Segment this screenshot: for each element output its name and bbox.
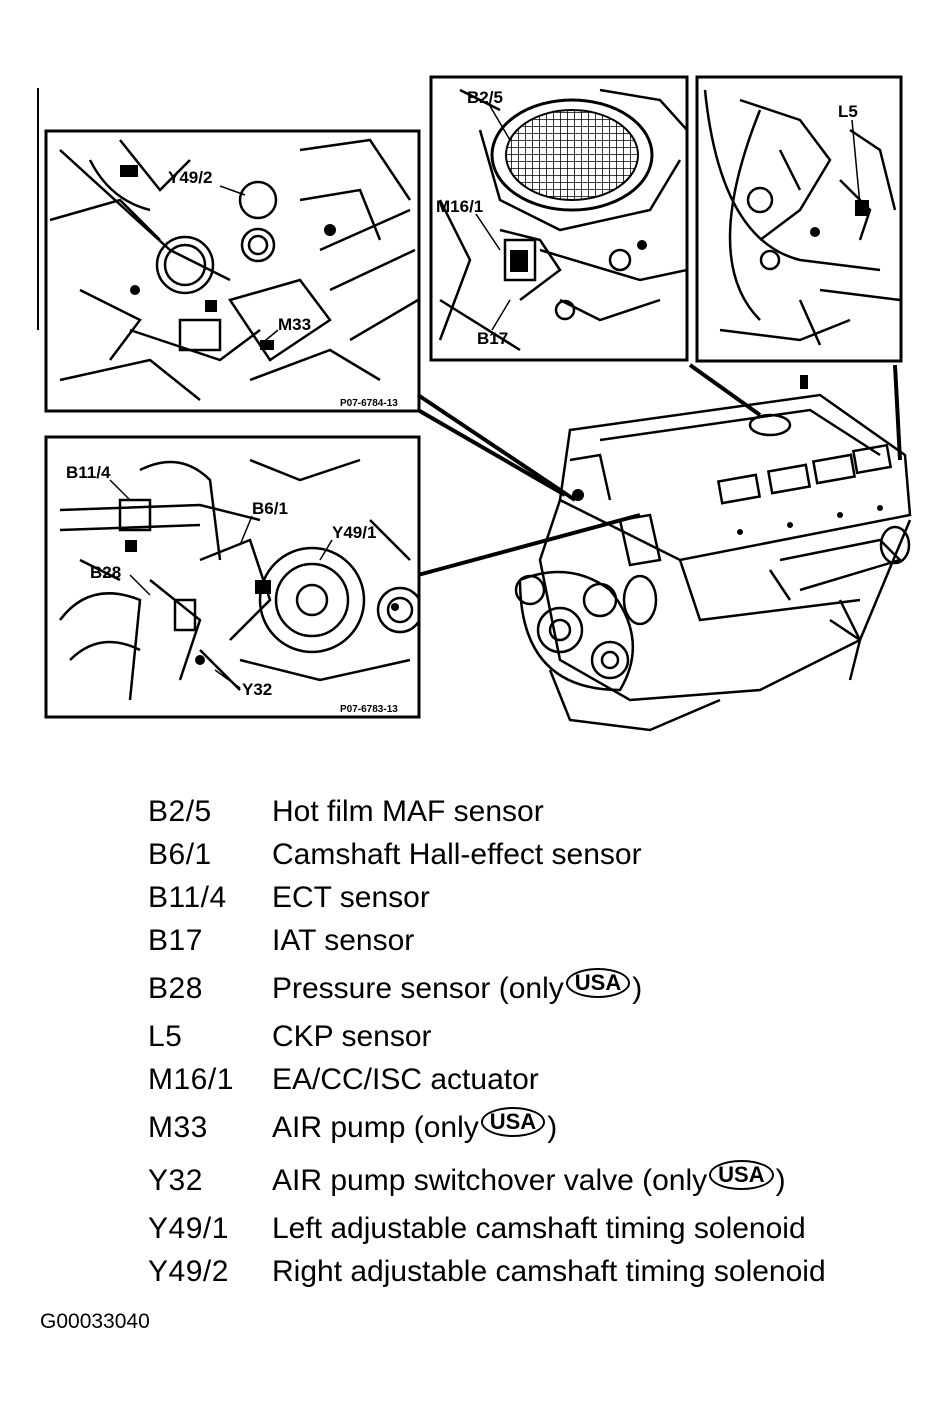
- callout-l5: L5: [838, 102, 858, 121]
- callout-b11-4: B11/4: [66, 463, 111, 482]
- connector-lines: [416, 363, 902, 577]
- legend-row-l5: L5 CKP sensor: [148, 1015, 908, 1058]
- legend-row-b11-4: B11/4 ECT sensor: [148, 876, 908, 919]
- legend-desc: Camshaft Hall-effect sensor: [272, 837, 642, 871]
- legend-desc: AIR pump (only USA ): [272, 1106, 558, 1144]
- legend-row-y49-1: Y49/1 Left adjustable camshaft timing so…: [148, 1207, 908, 1250]
- callout-y49-2: Y49/2: [168, 168, 212, 187]
- legend-row-y49-2: Y49/2 Right adjustable camshaft timing s…: [148, 1250, 908, 1293]
- legend-code: M33: [148, 1110, 208, 1144]
- legend-row-b28: B28 Pressure sensor (only USA ): [148, 962, 908, 1015]
- inset-top-left: Y49/2 M33 P07-6784-13: [44, 129, 421, 413]
- usa-badge-icon: USA: [709, 1159, 774, 1190]
- usa-badge-icon: USA: [480, 1106, 546, 1137]
- usa-badge-icon: USA: [565, 967, 631, 998]
- legend-desc: Hot film MAF sensor: [272, 794, 544, 828]
- legend-desc: ECT sensor: [272, 880, 430, 914]
- diagram-artwork: Y49/2 M33 P07-6784-13: [37, 75, 912, 732]
- figure-id: G00033040: [40, 1310, 150, 1333]
- callout-y32: Y32: [242, 680, 272, 699]
- legend-row-m33: M33 AIR pump (only USA ): [148, 1101, 908, 1154]
- legend-code: B6/1: [148, 837, 212, 871]
- inset-bottom-left: B11/4 B6/1 Y49/1 B28 Y32 P07-6783-13: [44, 435, 421, 719]
- engine-drawing: [514, 393, 912, 732]
- legend-code: B2/5: [148, 794, 212, 828]
- legend-desc: IAT sensor: [272, 923, 415, 957]
- inset-top-middle: B2/5 M16/1 B17: [429, 75, 689, 362]
- legend-desc: AIR pump switchover valve (only USA ): [272, 1159, 786, 1197]
- ref-code-bottom-left: P07-6783-13: [340, 704, 398, 715]
- legend-code: Y32: [148, 1163, 203, 1197]
- legend-desc: CKP sensor: [272, 1019, 432, 1053]
- legend: B2/5 Hot film MAF sensor B6/1 Camshaft H…: [148, 790, 908, 1293]
- legend-desc: EA/CC/ISC actuator: [272, 1062, 539, 1096]
- callout-b17: B17: [477, 329, 508, 348]
- legend-row-m16-1: M16/1 EA/CC/ISC actuator: [148, 1058, 908, 1101]
- callout-b2-5: B2/5: [467, 88, 503, 107]
- ref-code-top-left: P07-6784-13: [340, 398, 398, 409]
- legend-row-b6-1: B6/1 Camshaft Hall-effect sensor: [148, 833, 908, 876]
- callout-m16-1: M16/1: [436, 197, 483, 216]
- legend-code: L5: [148, 1019, 183, 1053]
- legend-row-b17: B17 IAT sensor: [148, 919, 908, 962]
- legend-desc: Right adjustable camshaft timing solenoi…: [272, 1254, 826, 1288]
- legend-row-y32: Y32 AIR pump switchover valve (only USA …: [148, 1154, 908, 1207]
- legend-desc: Pressure sensor (only USA ): [272, 967, 643, 1005]
- callout-b6-1: B6/1: [252, 499, 288, 518]
- legend-code: M16/1: [148, 1062, 234, 1096]
- legend-code: Y49/2: [148, 1254, 229, 1288]
- legend-code: B11/4: [148, 880, 227, 914]
- legend-code: Y49/1: [148, 1211, 229, 1245]
- legend-code: B17: [148, 923, 203, 957]
- callout-b28: B28: [90, 563, 121, 582]
- legend-row-b2-5: B2/5 Hot film MAF sensor: [148, 790, 908, 833]
- inset-top-right: L5: [695, 75, 903, 363]
- legend-code: B28: [148, 971, 203, 1005]
- legend-desc: Left adjustable camshaft timing solenoid: [272, 1211, 806, 1245]
- callout-m33: M33: [278, 315, 311, 334]
- callout-y49-1: Y49/1: [332, 523, 376, 542]
